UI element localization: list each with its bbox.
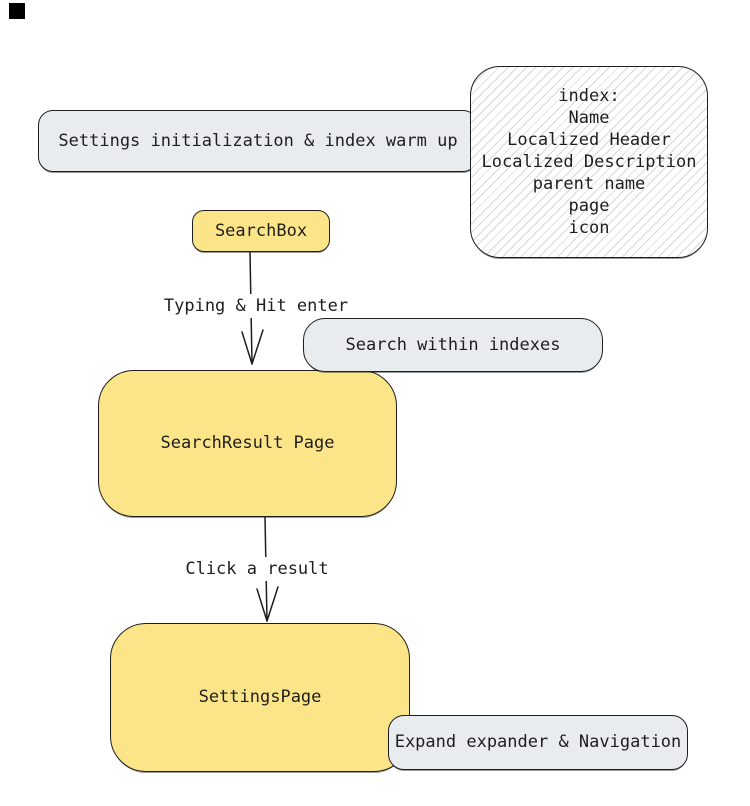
node-searchresult-page-label: SearchResult Page xyxy=(160,433,335,454)
index-note-line: page xyxy=(568,196,610,216)
note-index-fields: index: Name Localized Header Localized D… xyxy=(470,66,708,258)
index-note-line: Localized Header xyxy=(507,130,671,150)
note-expand-expander-navigation-label: Expand expander & Navigation xyxy=(394,732,682,753)
note-search-within-indexes-label: Search within indexes xyxy=(345,334,561,355)
node-settings-initialization-label: Settings initialization & index warm up xyxy=(58,130,458,151)
node-searchbox-label: SearchBox xyxy=(214,220,308,241)
edge-label-click-result: Click a result xyxy=(182,557,332,581)
node-searchbox: SearchBox xyxy=(192,210,330,252)
index-note-line: Name xyxy=(568,108,610,128)
index-note-line: icon xyxy=(568,218,610,238)
node-searchresult-page: SearchResult Page xyxy=(98,370,397,517)
note-expand-expander-navigation: Expand expander & Navigation xyxy=(388,715,688,770)
node-settingspage: SettingsPage xyxy=(110,623,410,772)
note-search-within-indexes: Search within indexes xyxy=(303,318,603,372)
index-note-line: Localized Description xyxy=(481,152,697,172)
edge-label-typing-enter: Typing & Hit enter xyxy=(160,294,352,318)
node-settingspage-label: SettingsPage xyxy=(198,687,322,708)
index-note-line: index: xyxy=(558,86,620,106)
index-note-line: parent name xyxy=(532,174,646,194)
node-settings-initialization: Settings initialization & index warm up xyxy=(38,110,478,172)
corner-marker-square xyxy=(9,3,25,19)
